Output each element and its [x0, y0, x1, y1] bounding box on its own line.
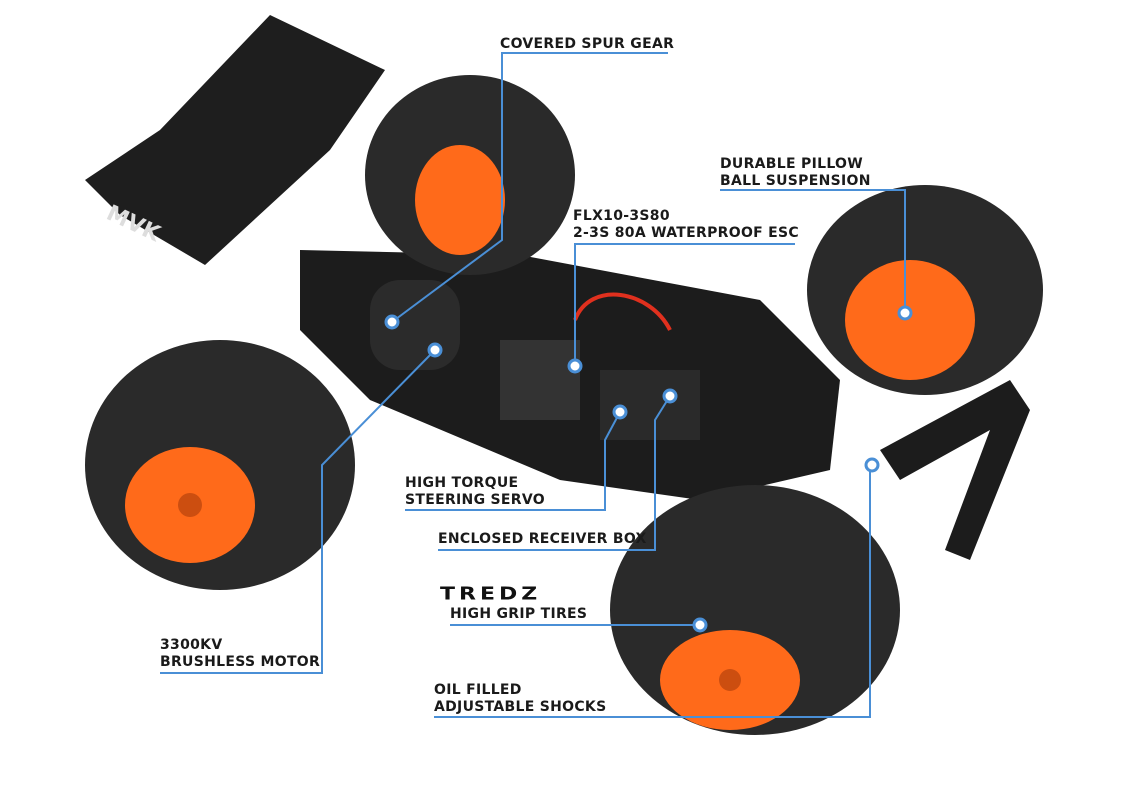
label-line: BALL SUSPENSION: [720, 173, 871, 189]
receiver-box: [600, 370, 700, 440]
label-servo: HIGH TORQUE STEERING SERVO: [405, 475, 545, 509]
label-esc: FLX10-3S80 2-3S 80A WATERPROOF ESC: [573, 208, 799, 242]
label-line: 2-3S 80A WATERPROOF ESC: [573, 225, 799, 241]
label-line: OIL FILLED: [434, 682, 522, 698]
rear-wing: [85, 15, 385, 265]
label-line: HIGH TORQUE: [405, 475, 519, 491]
tire-rear-left: [85, 340, 355, 590]
label-line: FLX10-3S80: [573, 208, 670, 224]
motor: [370, 280, 460, 370]
label-line: BRUSHLESS MOTOR: [160, 654, 321, 670]
label-motor: 3300KV BRUSHLESS MOTOR: [160, 637, 320, 671]
label-line: DURABLE PILLOW: [720, 156, 863, 172]
tire-front-right: [807, 185, 1043, 395]
label-spur-gear: COVERED SPUR GEAR: [500, 36, 675, 52]
front-bumper: [880, 380, 1030, 560]
label-receiver: ENCLOSED RECEIVER BOX: [438, 531, 647, 547]
tredz-logo: TREDZ: [440, 584, 542, 605]
label-shocks: OIL FILLED ADJUSTABLE SHOCKS: [434, 682, 606, 716]
label-line: 3300KV: [160, 637, 223, 653]
leader-lines: [160, 52, 906, 718]
label-line: ADJUSTABLE SHOCKS: [434, 699, 607, 715]
label-line: STEERING SERVO: [405, 492, 545, 508]
esc: [500, 340, 580, 420]
tire-front-left: [610, 485, 900, 735]
tire-rear-top: [365, 75, 575, 275]
callout-dots: [384, 305, 913, 633]
label-tires: HIGH GRIP TIRES: [450, 606, 588, 622]
label-pillow-ball: DURABLE PILLOW BALL SUSPENSION: [720, 156, 871, 190]
